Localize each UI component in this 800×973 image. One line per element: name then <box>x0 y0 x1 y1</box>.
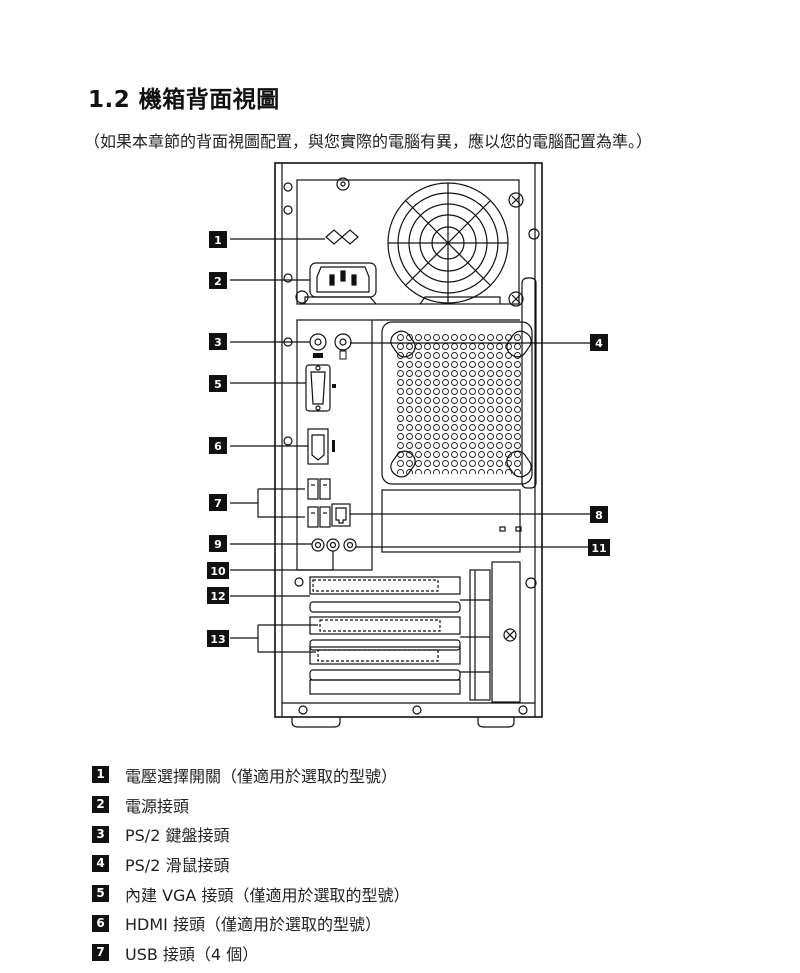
legend-text: 電源接頭 <box>125 796 190 816</box>
legend-item: 4 PS/2 滑鼠接頭 <box>92 849 409 879</box>
callout-badges: 1 2 3 4 5 6 7 8 9 10 11 12 13 <box>207 231 610 647</box>
legend-number: 7 <box>92 944 109 962</box>
callout-1: 1 <box>209 231 227 248</box>
callout-6: 6 <box>209 437 227 454</box>
legend-item: 5 內建 VGA 接頭（僅適用於選取的型號） <box>92 879 409 909</box>
chassis-screw-left <box>295 290 309 304</box>
chassis-outline <box>274 162 543 718</box>
legend-text: PS/2 滑鼠接頭 <box>125 855 230 875</box>
legend-number: 5 <box>92 885 109 903</box>
callout-9: 9 <box>209 535 227 552</box>
legend-text: PS/2 鍵盤接頭 <box>125 826 230 846</box>
legend-text: HDMI 接頭（僅適用於選取的型號） <box>125 915 381 935</box>
io-panel <box>296 319 373 571</box>
legend-number: 2 <box>92 796 109 814</box>
usb-port-2 <box>319 478 331 500</box>
svg-text:8: 8 <box>595 509 603 522</box>
psu-screw-top <box>336 177 350 191</box>
ethernet-port <box>331 503 351 527</box>
legend-number: 4 <box>92 855 109 873</box>
vga-port <box>305 364 331 412</box>
callout-10: 10 <box>207 562 229 579</box>
usb-port-4 <box>319 506 331 528</box>
svg-text:9: 9 <box>214 538 222 551</box>
ps2-mouse-port <box>334 333 352 351</box>
svg-text:10: 10 <box>210 565 226 578</box>
audio-jack-mic <box>311 538 325 552</box>
legend-number: 6 <box>92 914 109 932</box>
svg-text:2: 2 <box>214 275 222 288</box>
legend-item: 3 PS/2 鍵盤接頭 <box>92 819 409 849</box>
callout-5: 5 <box>209 375 227 392</box>
psu-screw-right <box>508 192 524 208</box>
svg-text:3: 3 <box>214 336 222 349</box>
legend-list: 1 電壓選擇開關（僅適用於選取的型號） 2 電源接頭 3 PS/2 鍵盤接頭 4… <box>92 760 409 968</box>
voltage-switch <box>325 229 359 245</box>
svg-text:11: 11 <box>591 542 606 555</box>
psu-fan-grille <box>387 182 509 304</box>
svg-text:6: 6 <box>214 440 222 453</box>
chassis-rear-diagram: 1 2 3 4 5 6 7 8 9 10 11 12 13 <box>207 162 610 728</box>
page-subtitle: （如果本章節的背面視圖配置，與您實際的電腦有異，應以您的電腦配置為準。） <box>84 132 653 151</box>
callout-4: 4 <box>590 334 608 351</box>
callout-8: 8 <box>590 506 608 523</box>
legend-item: 2 電源接頭 <box>92 790 409 820</box>
ps2-keyboard-port <box>309 333 327 351</box>
svg-text:5: 5 <box>214 378 222 391</box>
legend-number: 3 <box>92 825 109 843</box>
power-connector <box>309 262 377 298</box>
chassis-foot-right <box>477 717 515 728</box>
callout-2: 2 <box>209 272 227 289</box>
callout-7: 7 <box>209 494 227 511</box>
svg-text:7: 7 <box>214 497 222 510</box>
chassis-screw-right <box>508 291 524 307</box>
hdmi-port <box>307 428 329 465</box>
legend-item: 6 HDMI 接頭（僅適用於選取的型號） <box>92 908 409 938</box>
page-title: 1.2 機箱背面視圖 <box>88 87 280 113</box>
legend-number: 1 <box>92 766 109 784</box>
legend-text: 電壓選擇開關（僅適用於選取的型號） <box>125 766 398 786</box>
callout-13: 13 <box>207 630 229 647</box>
legend-item: 7 USB 接頭（4 個） <box>92 938 409 968</box>
svg-text:4: 4 <box>595 337 603 350</box>
legend-text: 內建 VGA 接頭（僅適用於選取的型號） <box>125 885 410 905</box>
rear-vent <box>395 332 523 474</box>
callout-3: 3 <box>209 333 227 350</box>
legend-item: 1 電壓選擇開關（僅適用於選取的型號） <box>92 760 409 790</box>
callout-11: 11 <box>588 539 610 556</box>
psu-frame <box>296 179 520 305</box>
svg-text:12: 12 <box>210 590 225 603</box>
audio-jack-line-in <box>343 538 357 552</box>
legend-text: USB 接頭（4 個） <box>125 944 259 964</box>
usb-port-1 <box>307 478 319 500</box>
svg-text:13: 13 <box>210 633 225 646</box>
callout-12: 12 <box>207 587 229 604</box>
expansion-slots <box>309 561 521 703</box>
svg-text:1: 1 <box>214 234 222 247</box>
audio-jack-line-out <box>326 538 340 552</box>
usb-port-3 <box>307 506 319 528</box>
chassis-foot-left <box>291 717 341 728</box>
